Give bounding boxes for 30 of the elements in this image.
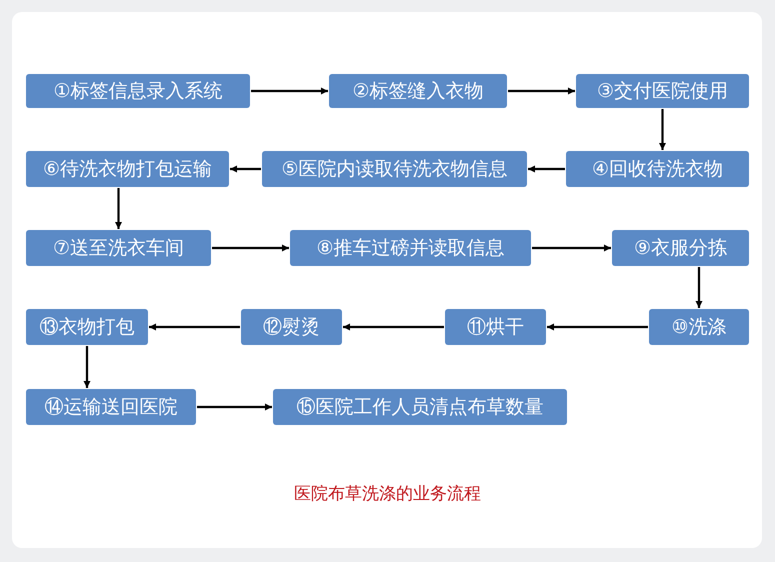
arrow [197, 404, 272, 410]
arrow [343, 324, 444, 330]
arrow [659, 109, 666, 150]
process-box: ③交付医院使用 [576, 74, 749, 108]
process-box: ⑨衣服分拣 [612, 230, 749, 266]
process-box: ⑤医院内读取待洗衣物信息 [262, 151, 527, 187]
arrow [547, 324, 648, 330]
arrow [84, 346, 90, 388]
arrow [115, 188, 122, 229]
arrow [508, 88, 575, 94]
arrow [149, 324, 240, 330]
process-box: ⑫熨烫 [241, 309, 342, 345]
process-box: ④回收待洗衣物 [566, 151, 749, 187]
arrow [696, 267, 702, 308]
process-box: ⑥待洗衣物打包运输 [26, 151, 229, 187]
process-box: ⑬衣物打包 [26, 309, 148, 345]
process-box: ⑮医院工作人员清点布草数量 [273, 389, 567, 425]
arrow [212, 244, 289, 252]
process-box: ⑪烘干 [445, 309, 546, 345]
process-box: ⑩洗涤 [649, 309, 749, 345]
process-box: ⑦送至洗衣车间 [26, 230, 211, 266]
arrow [528, 166, 565, 172]
arrow [251, 88, 328, 94]
arrow [230, 166, 261, 172]
process-box: ②标签缝入衣物 [329, 74, 507, 108]
caption: 医院布草洗涤的业务流程 [294, 484, 481, 504]
process-box: ⑭运输送回医院 [26, 389, 196, 425]
process-box: ①标签信息录入系统 [26, 74, 250, 108]
process-box: ⑧推车过磅并读取信息 [290, 230, 531, 266]
arrow [532, 244, 611, 252]
